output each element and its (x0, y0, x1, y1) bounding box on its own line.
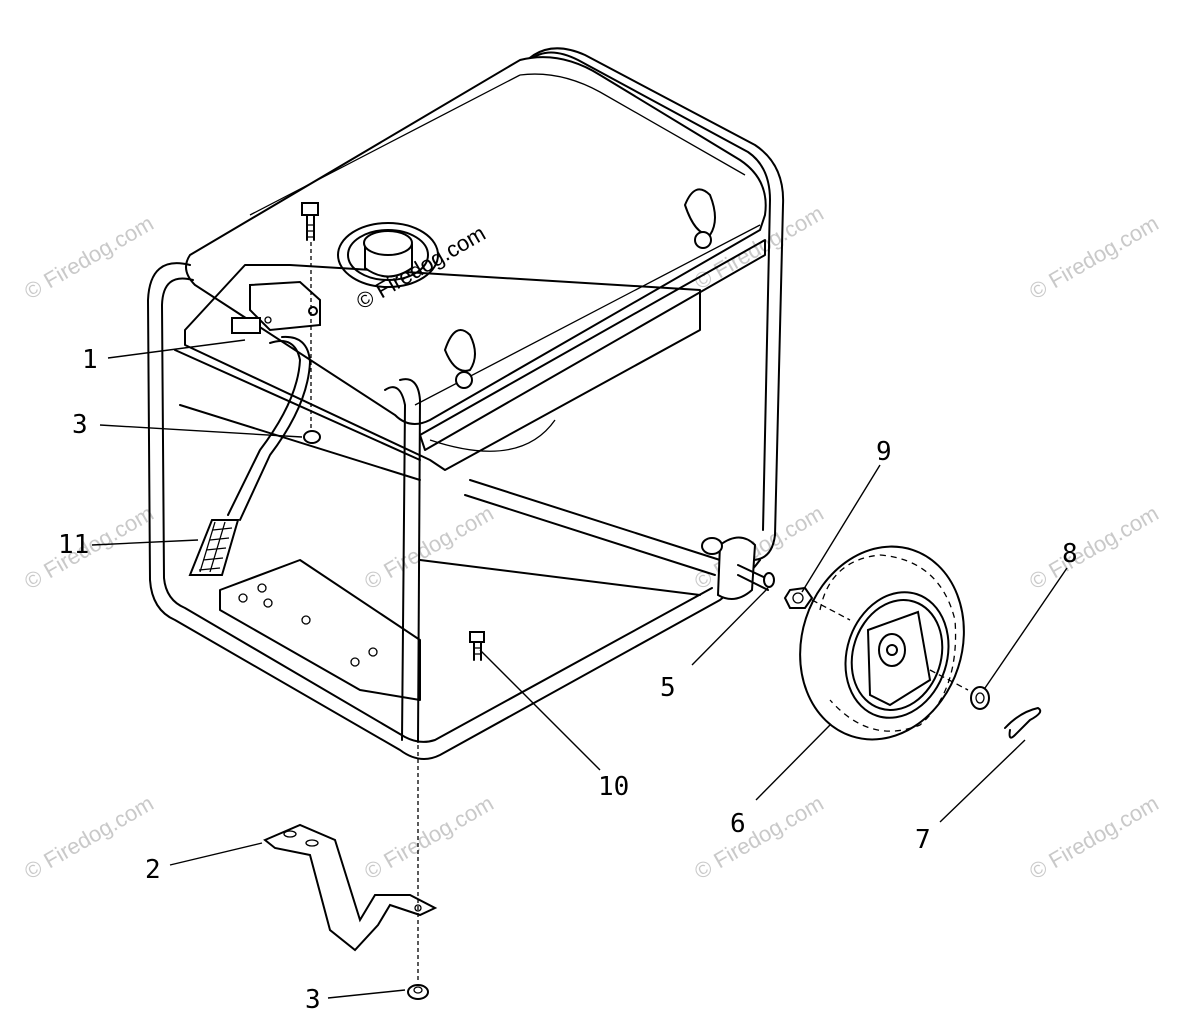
fuel-tank (185, 56, 767, 425)
callout-7: 7 (915, 825, 931, 855)
wheel (799, 545, 965, 741)
frame-crossbar (419, 559, 701, 596)
leader-6 (755, 724, 831, 801)
callout-9: 9 (876, 437, 892, 467)
frame-crossbar (174, 349, 421, 461)
leader-7 (939, 739, 1026, 823)
hairpin-clip (1004, 707, 1042, 739)
watermark: © Firedog.com (1025, 500, 1163, 594)
handle-bar (227, 340, 301, 516)
frame-front-post-inner (399, 378, 421, 743)
leader-10 (479, 649, 601, 771)
base-plate-holes (238, 583, 378, 667)
axle-assembly (701, 536, 775, 600)
base-plate (219, 559, 421, 701)
handle-bar-inner (239, 335, 311, 521)
leader-9 (801, 464, 881, 593)
leader-2 (169, 842, 263, 866)
leader-5 (691, 587, 769, 666)
callout-8: 8 (1062, 539, 1078, 569)
leader-1 (107, 339, 246, 359)
tank-lower-lip (419, 239, 766, 451)
tank-ridge (414, 224, 761, 406)
frame-front-loop-inner (161, 277, 713, 743)
watermark: © Firedog.com (20, 790, 158, 884)
lower-nut (407, 984, 429, 1000)
leader-11 (91, 539, 199, 546)
upper-nut (303, 430, 321, 444)
axle-centerline (811, 599, 969, 691)
callout-5: 5 (660, 673, 676, 703)
frame-crossbar (464, 494, 716, 576)
handle-grip (188, 519, 240, 576)
frame-crossbar (469, 479, 721, 561)
tank-mount-right (684, 188, 716, 249)
engine-block (184, 264, 701, 471)
upper-bolt (301, 202, 319, 430)
watermark: © Firedog.com (360, 790, 498, 884)
frame-crossbar (179, 404, 421, 481)
frame-rear-loop (514, 47, 785, 561)
leader-3-bottom (327, 989, 406, 999)
callout-6: 6 (730, 809, 746, 839)
center-bolt (469, 631, 485, 661)
watermark: © Firedog.com (1025, 210, 1163, 304)
callout-3-top: 3 (72, 410, 88, 440)
stand-bracket (263, 823, 438, 952)
lug-nut (783, 586, 814, 609)
frame-rear-loop-inner (529, 51, 771, 531)
callout-11: 11 (58, 530, 89, 560)
tank-mount-left (444, 329, 476, 389)
leader-8 (984, 567, 1068, 689)
watermark: © Firedog.com (360, 500, 498, 594)
engine-shroud (429, 419, 556, 452)
callout-2: 2 (145, 855, 161, 885)
watermark: © Firedog.com (20, 210, 158, 304)
frame-front-post (384, 386, 406, 741)
callout-1: 1 (82, 345, 98, 375)
washer (970, 686, 990, 710)
fuel-cap (337, 222, 439, 288)
callout-3-bottom: 3 (305, 985, 321, 1015)
watermark: © Firedog.com (1025, 790, 1163, 884)
watermark: © Firedog.com (690, 790, 828, 884)
tank-top-seam (249, 73, 746, 216)
leader-3-top (99, 424, 303, 438)
callout-10: 10 (598, 772, 629, 802)
handle-bracket (231, 280, 321, 334)
